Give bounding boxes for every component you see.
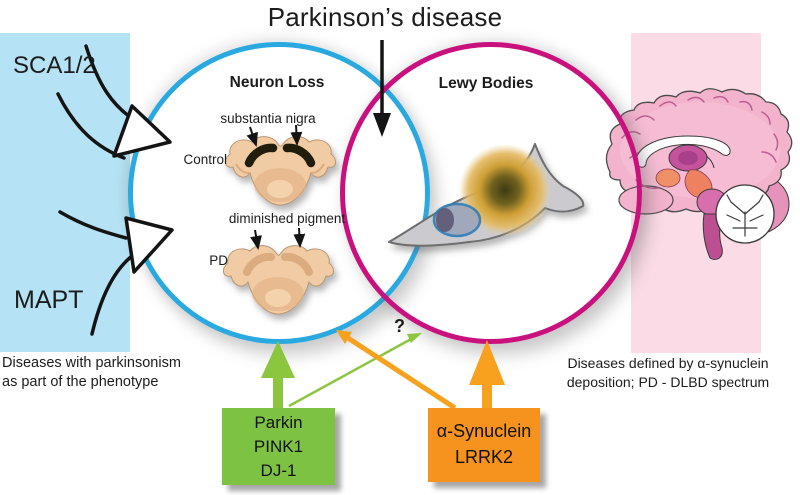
gene-pink1: PINK1 (253, 437, 304, 456)
right-caption-line1: Diseases defined by α-synuclein (567, 355, 769, 371)
synucleinopathy-panel (631, 33, 761, 353)
left-caption-line2: as part of the phenotype (2, 373, 159, 390)
recessive-genes-box: Parkin PINK1 DJ-1 (222, 408, 335, 485)
left-caption-line1: Diseases with parkinsonism (2, 355, 181, 371)
green-arrow-up-icon (261, 341, 295, 408)
left-caption: Diseases with parkinsonism as part of th… (2, 354, 222, 391)
question-mark: ? (394, 316, 405, 336)
right-caption-line2: deposition; PD - DLBD spectrum (566, 373, 770, 390)
gene-synuclein: α-Synuclein (436, 421, 532, 441)
gene-dj1: DJ-1 (260, 461, 297, 480)
control-label: Control (183, 152, 227, 167)
substantia-nigra-label: substantia nigra (220, 111, 316, 126)
mapt-gene-label: MAPT (14, 286, 84, 314)
gene-parkin: Parkin (254, 413, 303, 432)
orange-arrow-up-icon (469, 340, 505, 408)
lewy-bodies-label: Lewy Bodies (438, 75, 534, 92)
diagram-title: Parkinson’s disease (267, 2, 503, 32)
green-arrow-diagonal-icon (288, 333, 422, 408)
dominant-genes-box: α-Synuclein LRRK2 (428, 408, 540, 482)
gene-lrrk2: LRRK2 (454, 447, 514, 467)
orange-arrow-diagonal-icon (336, 330, 457, 411)
right-caption: Diseases defined by α-synuclein depositi… (540, 354, 796, 391)
neuron-loss-label: Neuron Loss (229, 74, 325, 91)
sca-gene-label: SCA1/2 (13, 52, 96, 79)
pd-label: PD (209, 253, 228, 268)
diminished-pigment-label: diminished pigment (228, 211, 346, 226)
